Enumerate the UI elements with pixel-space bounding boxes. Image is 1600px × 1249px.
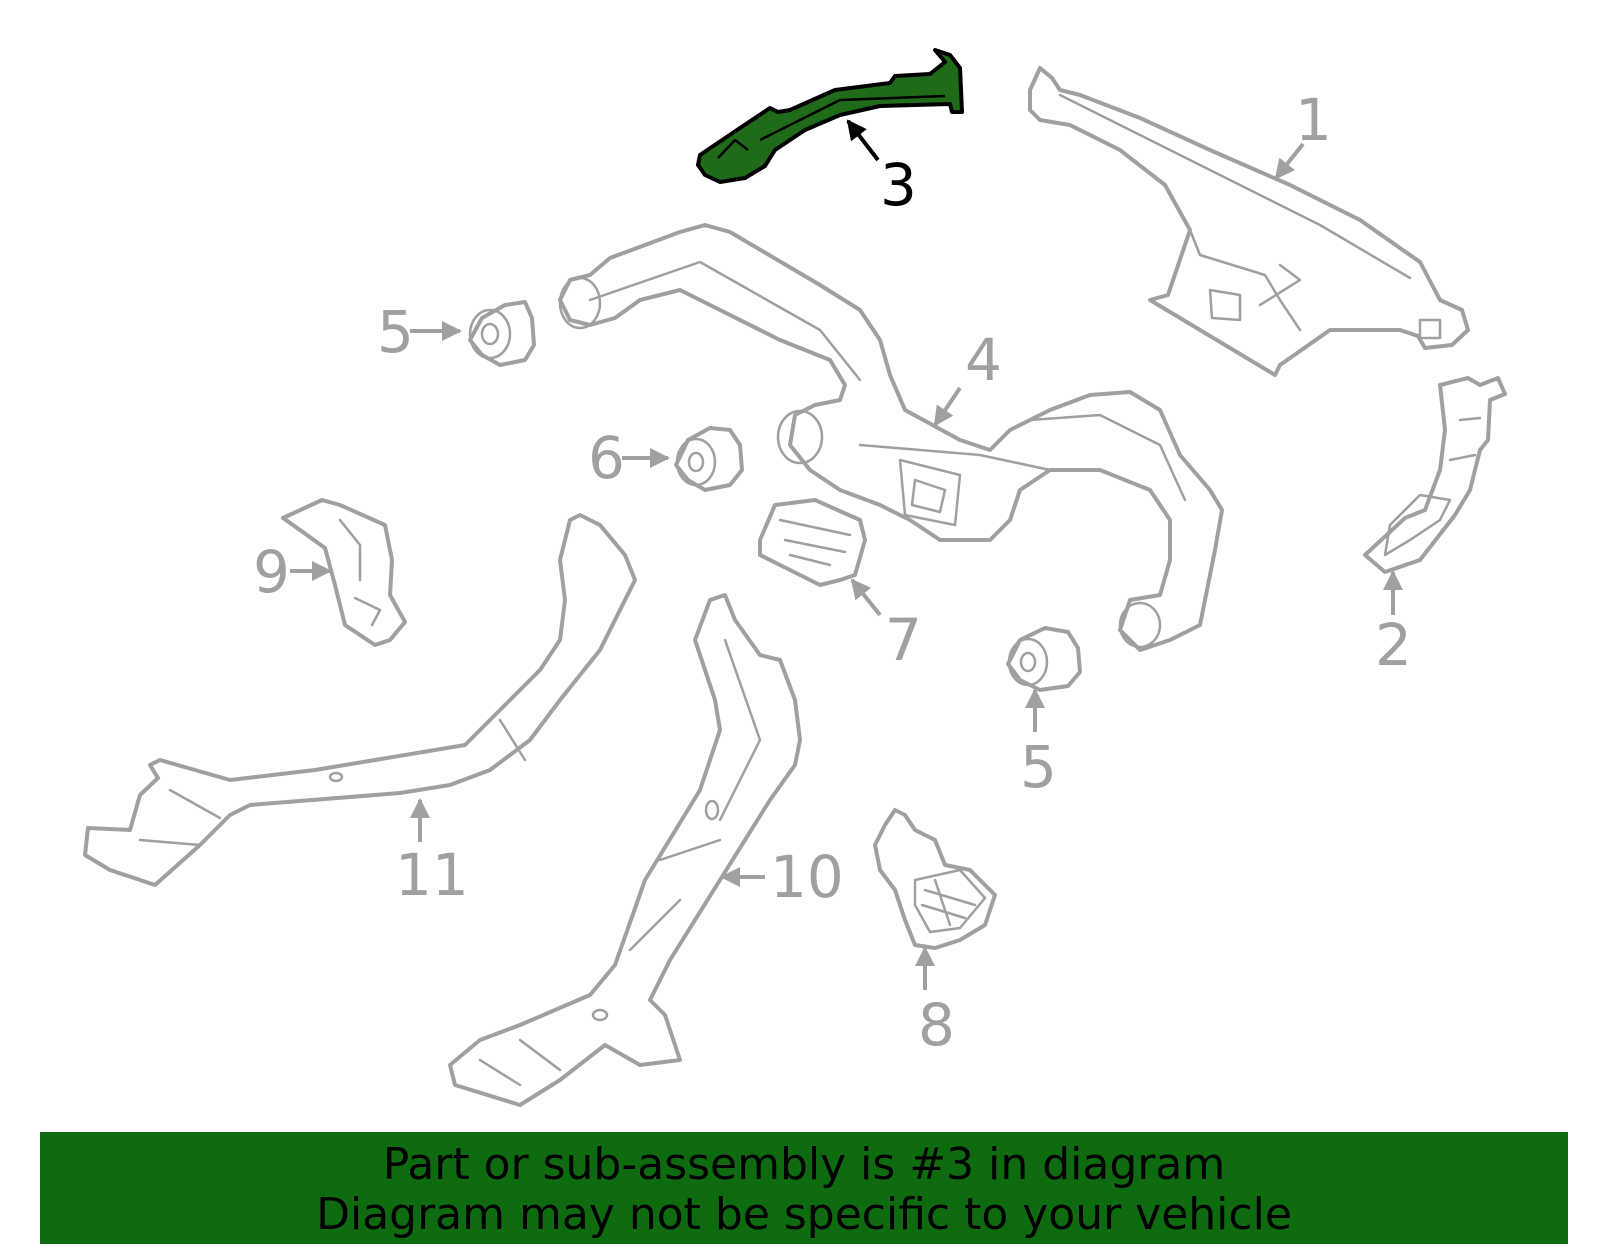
part-7-vent-clip <box>758 498 867 587</box>
callout-9: 9 <box>253 538 290 606</box>
callout-11: 11 <box>395 841 469 909</box>
part-4-center-duct <box>558 223 1224 652</box>
callout-7: 7 <box>885 606 922 674</box>
banner-line-2: Diagram may not be specific to your vehi… <box>316 1189 1292 1240</box>
callout-5-lower: 5 <box>1020 733 1057 801</box>
leader-1 <box>1274 142 1305 180</box>
callout-3: 3 <box>880 151 917 219</box>
part-5-grommet-upper <box>468 300 536 367</box>
part-11-floor-duct <box>83 513 637 887</box>
callout-5-upper: 5 <box>377 298 414 366</box>
leader-7 <box>850 578 882 617</box>
part-10-rear-duct <box>448 593 802 1107</box>
part-9-bracket-duct <box>281 498 407 647</box>
callout-2: 2 <box>1375 611 1412 679</box>
callout-1: 1 <box>1295 86 1332 154</box>
banner-line-1: Part or sub-assembly is #3 in diagram <box>382 1139 1226 1190</box>
info-banner: Part or sub-assembly is #3 in diagram Di… <box>40 1132 1568 1244</box>
part-6-grommet <box>674 426 744 492</box>
callout-6: 6 <box>588 424 625 492</box>
callout-8: 8 <box>918 991 955 1059</box>
parts-diagram: 3 1 2 4 5 <box>83 48 1507 1107</box>
part-1-defroster-duct <box>1028 66 1470 377</box>
part-8-vent-outlet <box>873 808 997 950</box>
part-5-grommet-lower <box>1006 626 1082 692</box>
leader-3 <box>846 119 880 162</box>
leader-4 <box>933 386 962 427</box>
callout-10: 10 <box>770 843 844 911</box>
part-3-highlighted-duct <box>696 48 964 184</box>
part-2-side-duct <box>1363 376 1507 574</box>
callout-4: 4 <box>965 326 1002 394</box>
